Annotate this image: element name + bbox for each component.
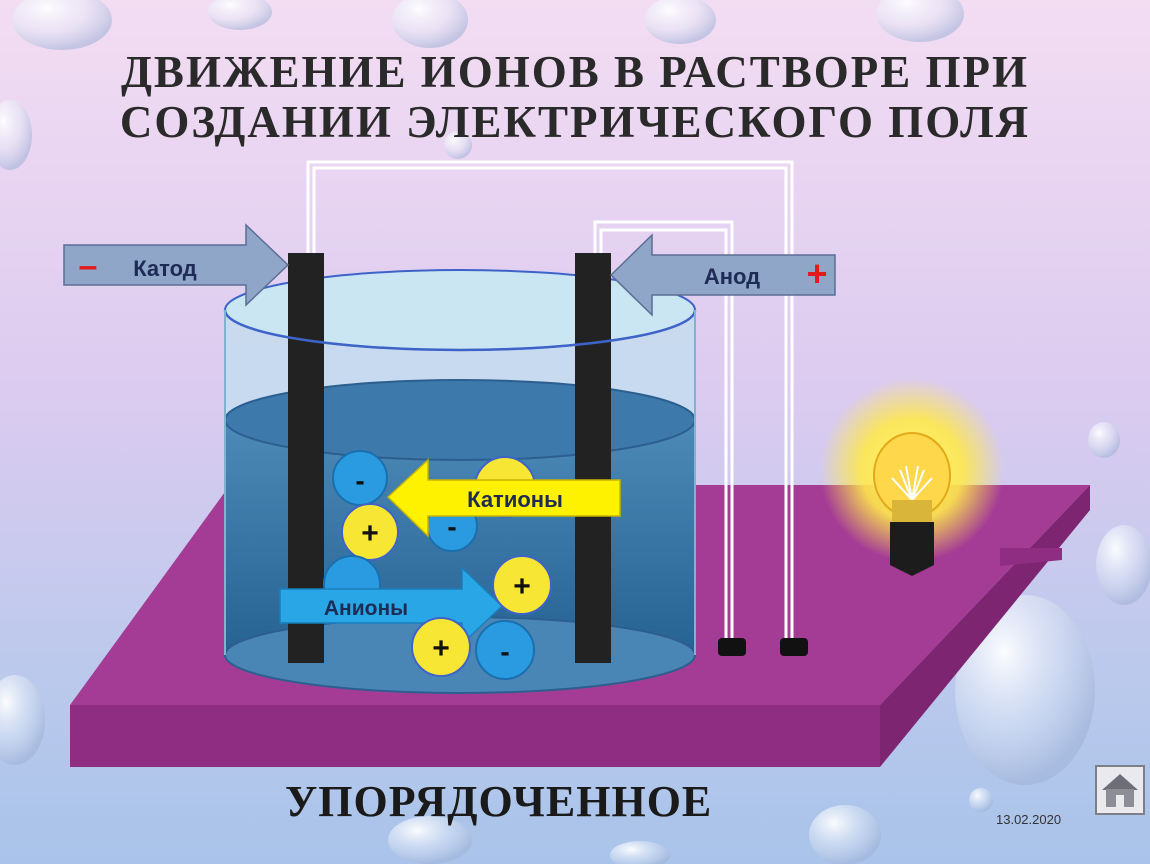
water-drop <box>955 595 1095 785</box>
home-icon <box>1102 774 1138 807</box>
water-drop <box>444 131 472 159</box>
water-drop <box>388 816 472 864</box>
anode-sign: + <box>806 253 827 294</box>
wire-cathode <box>306 160 794 640</box>
water-drop <box>12 0 112 50</box>
cathode-sign: – <box>79 247 98 285</box>
water-drop <box>392 0 468 48</box>
water-drop <box>1088 422 1120 458</box>
ion-cation: + <box>411 617 471 677</box>
wire-anode <box>593 220 734 640</box>
terminal-right <box>780 638 808 656</box>
water-drop <box>208 0 272 30</box>
anions-arrow: Анионы <box>279 566 504 646</box>
wire-cathode-inner <box>312 166 788 640</box>
water-drop <box>610 841 670 864</box>
slide-title-line-2: СОЗДАНИИ ЭЛЕКТРИЧЕСКОГО ПОЛЯ <box>119 97 1031 147</box>
lightbulb-icon <box>820 378 1004 576</box>
water-drop <box>0 675 45 765</box>
ion-sign: + <box>513 570 531 603</box>
ion-cation: + <box>492 555 552 615</box>
wires <box>306 160 794 640</box>
ion-sign: + <box>361 517 379 550</box>
water-drop <box>809 805 881 864</box>
ion-sign: + <box>432 632 450 665</box>
ion-sign: - <box>447 511 456 542</box>
water-drop <box>969 788 993 812</box>
ion-sign: - <box>355 465 364 496</box>
water-drop <box>644 0 716 44</box>
platform-front <box>70 705 880 767</box>
platform-leg <box>1000 548 1062 566</box>
anode-label: Анод <box>704 264 760 289</box>
water-drop <box>876 0 964 42</box>
slide-title-line-1: ДВИЖЕНИЕ ИОНОВ В РАСТВОРЕ ПРИ <box>120 47 1030 97</box>
slide-date: 13.02.2020 <box>996 812 1062 827</box>
cathode-arrow: – Катод <box>63 223 290 307</box>
ion-anion: - <box>475 620 535 680</box>
cations-arrow: Катионы <box>386 458 621 538</box>
ion-sign: - <box>500 636 509 667</box>
anode-arrow: Анод + <box>609 233 836 317</box>
anode-electrode <box>575 253 611 663</box>
cations-label: Катионы <box>467 487 563 512</box>
ion-anion: - <box>332 450 388 506</box>
wire-anode-inner <box>599 228 728 640</box>
home-button[interactable] <box>1095 765 1145 815</box>
ion-cation: + <box>341 503 399 561</box>
anions-label: Анионы <box>324 597 408 620</box>
terminal-left <box>718 638 746 656</box>
bottom-caption: УПОРЯДОЧЕННОЕ <box>285 777 713 826</box>
cathode-label: Катод <box>133 256 197 281</box>
beaker-rim-front <box>223 309 697 352</box>
water-drop <box>1096 525 1150 605</box>
water-drop <box>0 100 32 170</box>
